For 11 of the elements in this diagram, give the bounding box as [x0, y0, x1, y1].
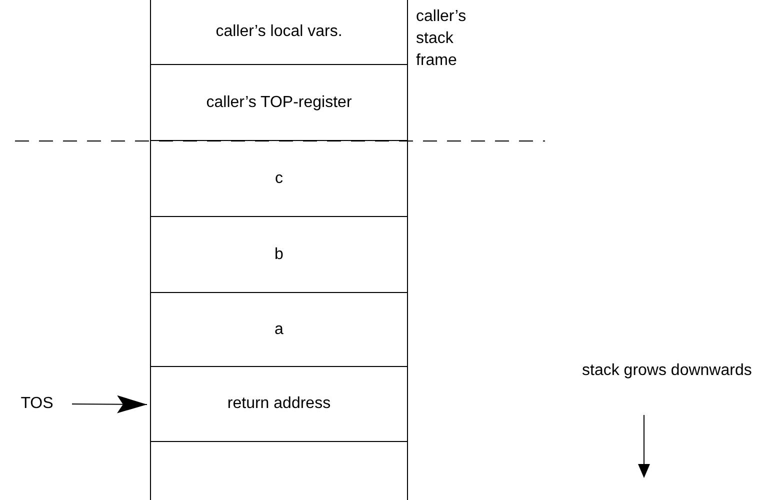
- stack-slot: a: [150, 293, 408, 367]
- stack-slot: c: [150, 141, 408, 217]
- frame-label: caller’s stack frame: [416, 7, 468, 71]
- direction-label: stack grows downwards: [582, 361, 752, 381]
- arrow: [72, 395, 148, 414]
- pointer-label: TOS: [12, 393, 62, 415]
- stack-slot: return address: [150, 367, 408, 442]
- stack-slot: caller’s local vars.: [150, 0, 408, 65]
- stack-slot: caller’s TOP-register: [150, 65, 408, 141]
- empty-stack-slot: [150, 442, 408, 500]
- stack-slot: b: [150, 217, 408, 293]
